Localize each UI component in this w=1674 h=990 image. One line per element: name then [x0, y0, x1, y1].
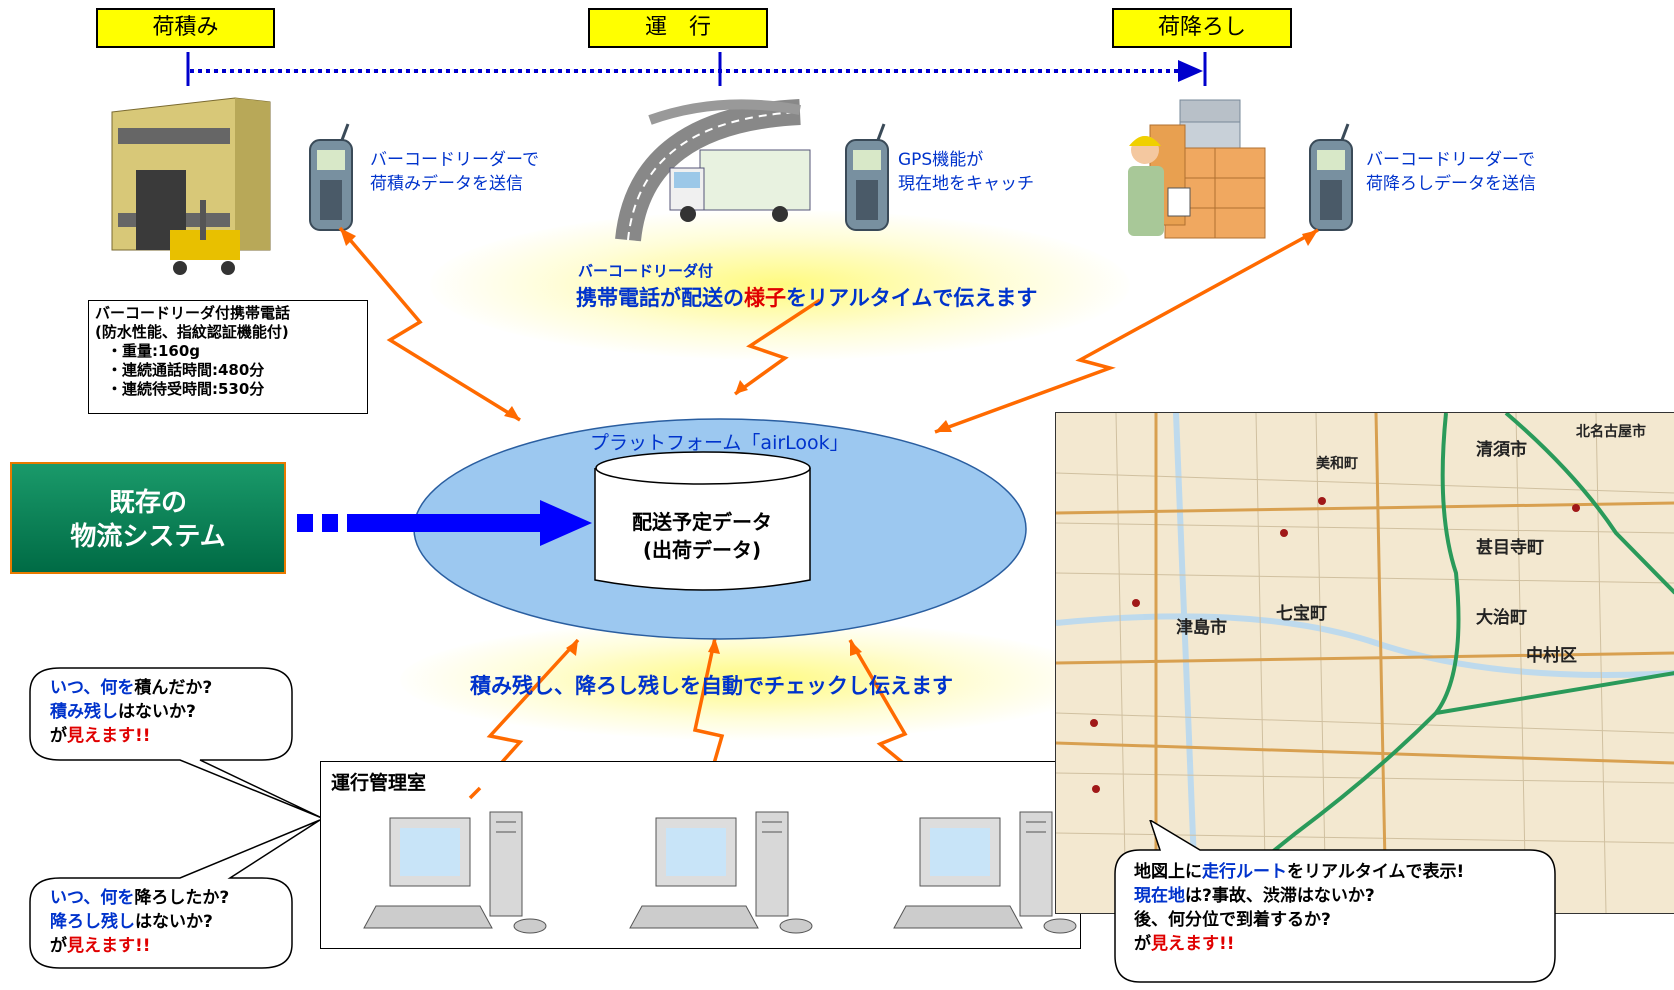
platform-label: プラットフォーム「airLook」: [590, 432, 849, 454]
headline-top-main: 携帯電話が配送の様子をリアルタイムで伝えます: [576, 282, 1037, 312]
headline-bottom: 積み残し、降ろし残しを自動でチェックし伝えます: [470, 674, 953, 698]
bubble-unloading-l2b: はないか?: [135, 912, 213, 932]
map-label-miwa: 美和町: [1316, 456, 1358, 472]
bubble-unloading-l3b: 見えます!!: [67, 936, 151, 956]
headline-top-sub: バーコードリーダ付: [578, 262, 714, 280]
bubble-loading-l1c: 積んだか?: [134, 678, 213, 698]
bubble-unloading-l2a: 降ろし残し: [50, 912, 135, 932]
bubble-unloading-line2: 降ろし残しはないか?: [50, 910, 229, 934]
bubble-map-line4: が見えます!!: [1134, 932, 1464, 956]
map-label-kiyosu: 清須市: [1476, 440, 1527, 460]
bubble-map-l1c: をリアルタイムで表示!: [1287, 862, 1465, 882]
truck-illustration: [615, 99, 811, 242]
bubble-unloading-line3: が見えます!!: [50, 934, 229, 958]
bubble-unloading-l3a: が: [50, 936, 67, 956]
bubble-unloading-line1: いつ、何を降ろしたか?: [50, 886, 229, 910]
bubble-loading-l3a: が: [50, 726, 67, 746]
database-cylinder: [594, 451, 811, 591]
spec-title: バーコードリーダ付携帯電話: [95, 304, 291, 322]
signal-loading-to-platform: [338, 226, 521, 422]
headline-top-post: をリアルタイムで伝えます: [786, 286, 1038, 310]
bubble-map-l4b: 見えます!!: [1151, 934, 1235, 954]
phone-spec-box: バーコードリーダ付携帯電話 (防水性能、指紋認証機能付) ・重量:160g ・連…: [88, 300, 368, 414]
phone-icon-loading: [309, 123, 353, 231]
note-loading: バーコードリーダーで 荷積みデータを送信: [370, 148, 539, 196]
management-room-box: 運行管理室: [320, 761, 1081, 949]
phone-icon-transit: [845, 123, 889, 231]
bubble-loading-l1b: 何を: [100, 678, 135, 698]
note-loading-line1: バーコードリーダーで: [370, 150, 539, 170]
bubble-unloading-shape: [29, 819, 321, 969]
note-unloading-line2: 荷降ろしデータを送信: [1366, 174, 1536, 194]
spec-standby-time: ・連続待受時間:530分: [107, 380, 265, 398]
phone-icon-unloading: [1309, 123, 1353, 231]
map-label-kitanagoya: 北名古屋市: [1576, 424, 1646, 440]
timeline: [186, 52, 1207, 86]
management-room-label: 運行管理室: [331, 772, 427, 794]
map-label-oharu: 大治町: [1476, 608, 1527, 628]
bubble-map-l2b: は?事故、渋滞はないか?: [1185, 886, 1375, 906]
bubble-loading-l2b: はないか?: [118, 702, 196, 722]
bubble-unloading-l1c: 降ろしたか?: [134, 888, 230, 908]
signal-unloading-to-platform: [934, 228, 1319, 434]
headline-top-highlight: 様子: [744, 286, 786, 310]
bubble-unloading-l1b: 何を: [100, 888, 135, 908]
note-unloading: バーコードリーダーで 荷降ろしデータを送信: [1366, 148, 1536, 196]
bubble-map-line3: 後、何分位で到着するか?: [1134, 910, 1331, 930]
spec-weight: ・重量:160g: [107, 342, 201, 360]
headline-top-glow: [430, 210, 1130, 360]
bubble-loading-l2a: 積み残し: [50, 702, 118, 722]
bubble-loading-l3b: 見えます!!: [67, 726, 151, 746]
legacy-line2: 物流システム: [70, 522, 226, 552]
bubble-map-l1a: 地図上に: [1134, 862, 1202, 882]
timeline-arrowhead: [1178, 60, 1203, 82]
bubble-map-line1: 地図上に走行ルートをリアルタイムで表示!: [1134, 860, 1464, 884]
note-transit-line2: 現在地をキャッチ: [898, 174, 1034, 194]
map-label-shippo: 七宝町: [1276, 604, 1327, 624]
headline-bottom-glow: [400, 620, 1100, 740]
bubble-unloading-l1a: いつ、: [50, 888, 101, 908]
note-transit-line1: GPS機能が: [898, 150, 984, 170]
bubble-loading-l1a: いつ、: [50, 678, 101, 698]
stage-loading: 荷積み: [96, 8, 275, 48]
legacy-data-arrow: [297, 500, 592, 546]
database-label-line1: 配送予定データ: [632, 510, 772, 534]
warehouse-illustration: [111, 97, 271, 275]
bubble-loading-line3: が見えます!!: [50, 724, 212, 748]
map-label-tsushima: 津島市: [1176, 618, 1227, 638]
bubble-map-l2a: 現在地: [1134, 886, 1185, 906]
database-label: 配送予定データ (出荷データ): [612, 508, 792, 564]
spec-talk-time: ・連続通話時間:480分: [107, 361, 265, 379]
bubble-loading-text: いつ、何を積んだか? 積み残しはないか? が見えます!!: [50, 676, 212, 748]
stage-transit: 運 行: [588, 8, 768, 48]
signal-transit-to-platform: [733, 298, 821, 396]
note-unloading-line1: バーコードリーダーで: [1366, 150, 1535, 170]
bubble-map-text: 地図上に走行ルートをリアルタイムで表示! 現在地は?事故、渋滞はないか? 後、何…: [1134, 860, 1464, 956]
spec-subtitle: (防水性能、指紋認証機能付): [95, 323, 289, 341]
bubble-map-l1b: 走行ルート: [1202, 862, 1287, 882]
worker-illustration: [1128, 99, 1266, 239]
note-transit: GPS機能が 現在地をキャッチ: [898, 148, 1034, 196]
bubble-map-line2: 現在地は?事故、渋滞はないか?: [1134, 884, 1464, 908]
legacy-logistics-system: 既存の 物流システム: [10, 462, 286, 574]
bubble-map-shape: [1114, 820, 1556, 983]
headline-top-pre: 携帯電話が配送の: [576, 286, 744, 310]
bubble-loading-line2: 積み残しはないか?: [50, 700, 212, 724]
stage-unloading: 荷降ろし: [1112, 8, 1292, 48]
bubble-loading-shape: [29, 667, 323, 819]
map-label-nakamura: 中村区: [1526, 646, 1577, 666]
note-loading-line2: 荷積みデータを送信: [370, 174, 523, 194]
legacy-line1: 既存の: [108, 488, 187, 518]
database-label-line2: (出荷データ): [642, 538, 762, 562]
map-label-jimokuji: 甚目寺町: [1476, 538, 1544, 558]
bubble-unloading-text: いつ、何を降ろしたか? 降ろし残しはないか? が見えます!!: [50, 886, 229, 958]
bubble-loading-line1: いつ、何を積んだか?: [50, 676, 212, 700]
bubble-map-l4a: が: [1134, 934, 1151, 954]
